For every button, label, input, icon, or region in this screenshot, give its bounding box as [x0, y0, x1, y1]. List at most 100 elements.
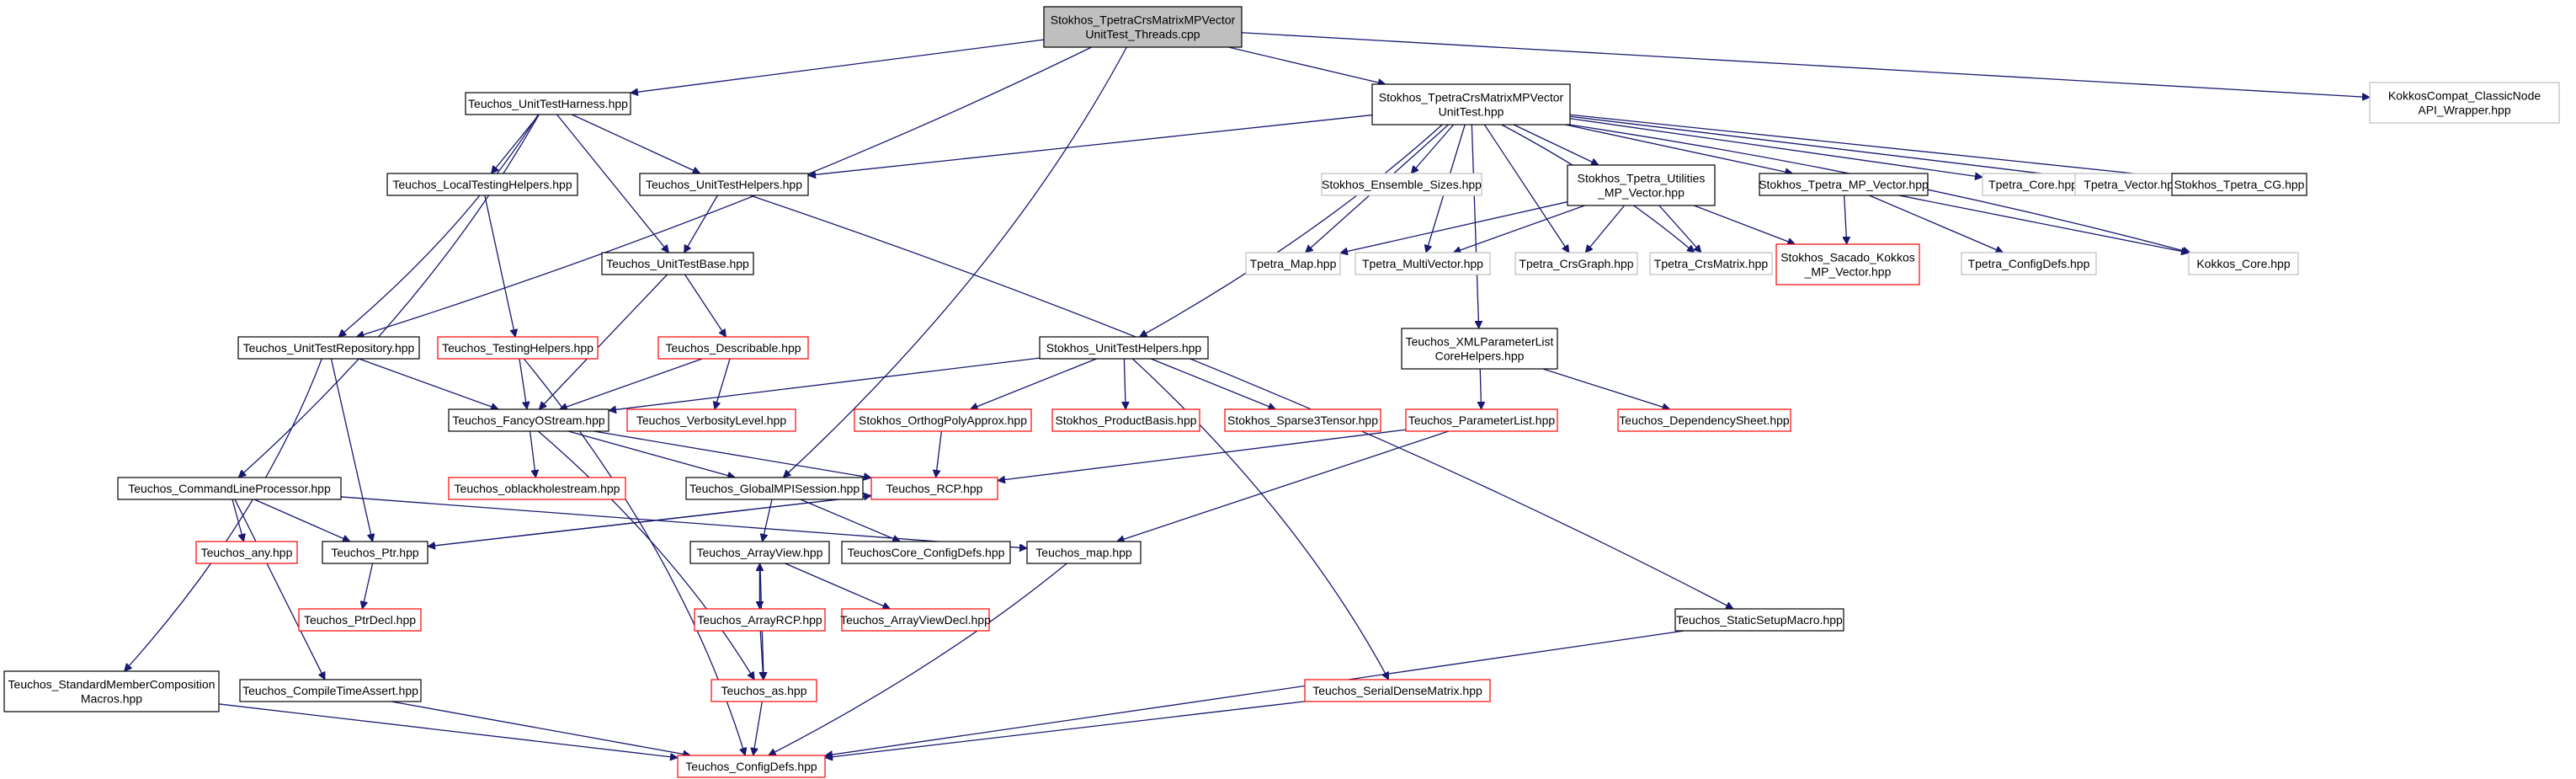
- edge-globalmpi-to-arrayview: [762, 499, 773, 542]
- node-label: CoreHelpers.hpp: [1435, 349, 1525, 363]
- node-box: [298, 608, 422, 632]
- node-describable[interactable]: Teuchos_Describable.hpp: [657, 336, 809, 360]
- edge-stokhosunittest-to-tpetracg: [1569, 114, 2172, 177]
- node-label: _MP_Vector.hpp: [1597, 186, 1685, 200]
- edge-stokhosunittest-to-unithelpers: [808, 114, 1373, 176]
- edge-root-to-globalmpi: [783, 46, 1127, 478]
- node-kokkoscore[interactable]: Kokkos_Core.hpp: [2188, 252, 2299, 275]
- node-label: Teuchos_ConfigDefs.hpp: [685, 760, 817, 773]
- node-box: [195, 541, 298, 564]
- node-cmdline[interactable]: Teuchos_CommandLineProcessor.hpp: [117, 477, 342, 500]
- node-arrayrcp[interactable]: Teuchos_ArrayRCP.hpp: [694, 608, 826, 632]
- edge-ptr-to-rcp: [427, 496, 871, 547]
- node-any[interactable]: Teuchos_any.hpp: [195, 541, 298, 564]
- edge-arrayview-to-arrayviewdecl: [785, 563, 891, 609]
- edge-describable-to-fancyostream: [560, 358, 703, 409]
- edge-unitrepo-to-fancyostream: [359, 358, 498, 409]
- node-rcp[interactable]: Teuchos_RCP.hpp: [870, 477, 998, 500]
- node-box: [601, 252, 754, 275]
- node-box: [1321, 173, 1482, 196]
- node-unitrepo[interactable]: Teuchos_UnitTestRepository.hpp: [237, 336, 420, 360]
- edge-describable-to-verbosity: [715, 358, 731, 409]
- edge-root-to-kokkoscompat: [1241, 32, 2370, 98]
- node-box: [448, 408, 609, 432]
- node-compiletime[interactable]: Teuchos_CompileTimeAssert.hpp: [239, 679, 422, 702]
- node-tpetrautil[interactable]: Stokhos_Tpetra_Utilities_MP_Vector.hpp: [1567, 164, 1716, 206]
- node-label: API_Wrapper.hpp: [2418, 104, 2510, 117]
- node-oblackhole[interactable]: Teuchos_oblackholestream.hpp: [448, 477, 626, 500]
- node-label: Teuchos_TestingHelpers.hpp: [442, 341, 593, 355]
- node-fancyostream[interactable]: Teuchos_FancyOStream.hpp: [448, 408, 609, 432]
- node-ptr[interactable]: Teuchos_Ptr.hpp: [322, 541, 428, 564]
- node-unithelpers[interactable]: Teuchos_UnitTestHelpers.hpp: [639, 173, 809, 196]
- node-localtesting[interactable]: Teuchos_LocalTestingHelpers.hpp: [386, 173, 578, 196]
- node-root[interactable]: Stokhos_TpetraCrsMatrixMPVectorUnitTest_…: [1043, 6, 1243, 48]
- node-coreconfig[interactable]: TeuchosCore_ConfigDefs.hpp: [841, 541, 1011, 564]
- node-as[interactable]: Teuchos_as.hpp: [711, 679, 817, 702]
- node-sparse3[interactable]: Stokhos_Sparse3Tensor.hpp: [1224, 408, 1381, 432]
- edge-localtesting-to-testinghelpers: [484, 195, 515, 337]
- edge-root-to-stokhosunittest: [1228, 46, 1386, 84]
- node-tpetracrsgraph[interactable]: Tpetra_CrsGraph.hpp: [1514, 252, 1638, 275]
- node-map[interactable]: Teuchos_map.hpp: [1026, 541, 1142, 564]
- node-label: Stokhos_ProductBasis.hpp: [1055, 414, 1196, 427]
- node-tpetramp[interactable]: Stokhos_Tpetra_MP_Vector.hpp: [1759, 173, 1929, 196]
- node-unittestbase[interactable]: Teuchos_UnitTestBase.hpp: [601, 252, 754, 275]
- node-tpetraconfig[interactable]: Tpetra_ConfigDefs.hpp: [1961, 252, 2097, 275]
- node-tpetravector[interactable]: Tpetra_Vector.hpp: [2074, 173, 2190, 196]
- node-box: [2369, 82, 2560, 124]
- node-productbasis[interactable]: Stokhos_ProductBasis.hpp: [1051, 408, 1200, 432]
- edge-unithelpers-to-unittestbase: [684, 195, 718, 253]
- node-testinghelpers[interactable]: Teuchos_TestingHelpers.hpp: [437, 336, 599, 360]
- node-label: Stokhos_Sparse3Tensor.hpp: [1227, 414, 1378, 427]
- node-ptrdecl[interactable]: Teuchos_PtrDecl.hpp: [298, 608, 422, 632]
- node-configdefs[interactable]: Teuchos_ConfigDefs.hpp: [677, 755, 826, 778]
- node-box: [639, 173, 809, 196]
- node-label: Teuchos_PtrDecl.hpp: [304, 613, 416, 627]
- node-box: [237, 336, 420, 360]
- node-ensemblesizes[interactable]: Stokhos_Ensemble_Sizes.hpp: [1321, 173, 1482, 196]
- node-box: [657, 336, 809, 360]
- node-label: Teuchos_StandardMemberComposition: [8, 678, 216, 691]
- node-orthopoly[interactable]: Stokhos_OrthogPolyApprox.hpp: [854, 408, 1032, 432]
- node-box: [1567, 164, 1716, 206]
- node-staticsetup[interactable]: Teuchos_StaticSetupMacro.hpp: [1674, 608, 1844, 632]
- node-sacado[interactable]: Stokhos_Sacado_Kokkos_MP_Vector.hpp: [1775, 243, 1920, 285]
- node-tpetracg[interactable]: Stokhos_Tpetra_CG.hpp: [2171, 173, 2307, 196]
- edge-map-to-configdefs: [769, 563, 1067, 756]
- edge-paramlist-to-rcp: [998, 429, 1407, 480]
- node-label: Teuchos_ArrayViewDecl.hpp: [840, 613, 991, 627]
- node-serialdense[interactable]: Teuchos_SerialDenseMatrix.hpp: [1304, 679, 1491, 702]
- node-box: [841, 541, 1011, 564]
- edge-unittestbase-to-fancyostream: [539, 274, 668, 409]
- node-label: Teuchos_SerialDenseMatrix.hpp: [1312, 684, 1482, 697]
- edge-stokhosunithelpers-to-productbasis: [1124, 358, 1126, 409]
- edge-unitrepo-to-stdmember: [125, 358, 322, 671]
- node-tpetramv[interactable]: Tpetra_MultiVector.hpp: [1355, 252, 1491, 275]
- node-label: Stokhos_Tpetra_MP_Vector.hpp: [1759, 178, 1929, 191]
- node-unitharness[interactable]: Teuchos_UnitTestHarness.hpp: [465, 92, 631, 115]
- node-verbosity[interactable]: Teuchos_VerbosityLevel.hpp: [626, 408, 796, 432]
- node-tpetramap[interactable]: Tpetra_Map.hpp: [1245, 252, 1341, 275]
- node-stokhosunittest[interactable]: Stokhos_TpetraCrsMatrixMPVectorUnitTest.…: [1371, 83, 1571, 125]
- edge-tpetramp-to-kokkoscore: [1898, 195, 2189, 253]
- edge-serialdense-to-configdefs: [825, 701, 1306, 758]
- node-box: [1514, 252, 1638, 275]
- node-label: Teuchos_CompileTimeAssert.hpp: [242, 684, 418, 697]
- edge-fancyostream-to-rcp: [593, 430, 871, 478]
- node-arrayview[interactable]: Teuchos_ArrayView.hpp: [689, 541, 830, 564]
- node-tpetracore[interactable]: Tpetra_Core.hpp: [1982, 173, 2084, 196]
- node-paramlist[interactable]: Teuchos_ParameterList.hpp: [1405, 408, 1558, 432]
- node-box: [465, 92, 631, 115]
- node-depsheet[interactable]: Teuchos_DependencySheet.hpp: [1617, 408, 1791, 432]
- node-label: Teuchos_map.hpp: [1035, 546, 1132, 559]
- node-arrayviewdecl[interactable]: Teuchos_ArrayViewDecl.hpp: [840, 608, 991, 632]
- edge-arrayrcp-to-as: [760, 630, 763, 680]
- edge-unitharness-to-unittestbase: [556, 114, 669, 253]
- node-tpetracrsmatrix[interactable]: Tpetra_CrsMatrix.hpp: [1649, 252, 1773, 275]
- node-stdmember[interactable]: Teuchos_StandardMemberCompositionMacros.…: [3, 670, 220, 712]
- node-globalmpi[interactable]: Teuchos_GlobalMPISession.hpp: [685, 477, 864, 500]
- node-stokhosunithelpers[interactable]: Stokhos_UnitTestHelpers.hpp: [1039, 336, 1209, 360]
